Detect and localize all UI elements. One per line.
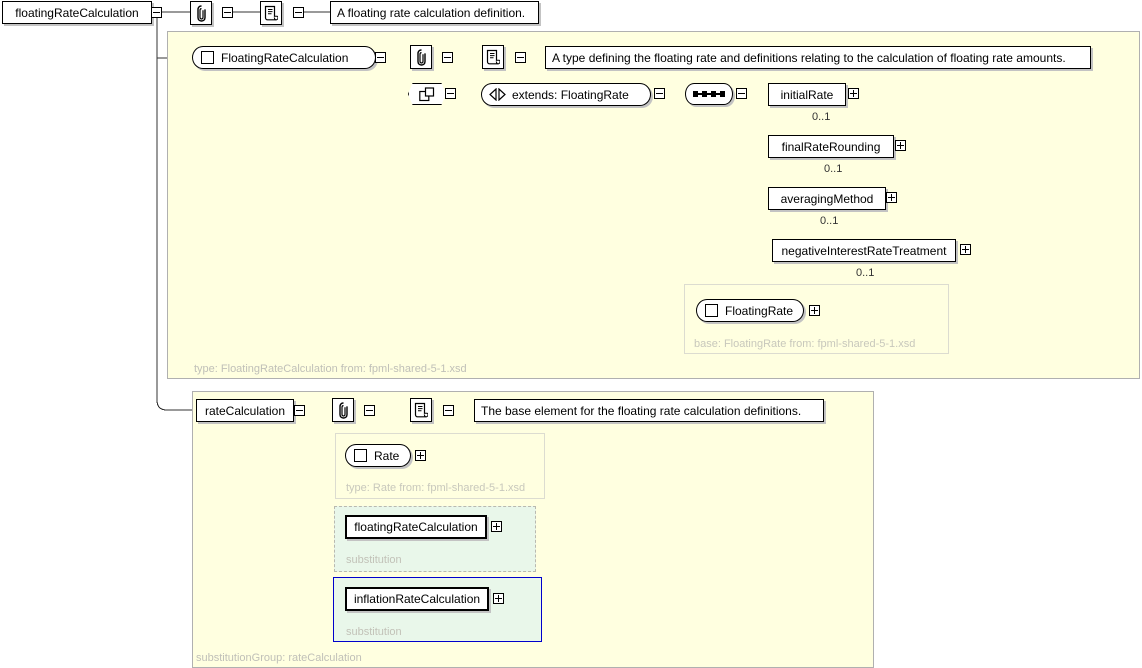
root-documentation-text: A floating rate calculation definition.: [337, 5, 526, 20]
extends-label: extends: FloatingRate: [512, 87, 629, 102]
extends-icon: [489, 88, 506, 101]
paperclip-glyph: [338, 401, 348, 419]
root-element-label: floatingRateCalculation: [15, 5, 139, 20]
extends-toggle[interactable]: [654, 88, 665, 99]
head-paperclip-toggle[interactable]: [364, 405, 375, 416]
paperclip-toggle[interactable]: [222, 7, 233, 18]
type-panel-footer: type: FloatingRateCalculation from: fpml…: [194, 363, 467, 375]
type-box-rate-toggle[interactable]: [415, 450, 426, 461]
type-documentation-text: A type defining the floating rate and de…: [552, 50, 1066, 65]
type-box-toggle[interactable]: [375, 52, 386, 63]
type-paperclip-icon[interactable]: [410, 45, 432, 69]
document-glyph: [264, 5, 278, 21]
sequence-icon[interactable]: [685, 83, 733, 105]
paperclip-icon[interactable]: [190, 1, 212, 25]
extension-glyph: [418, 86, 434, 101]
base-type-toggle[interactable]: [809, 305, 820, 316]
paperclip-glyph: [196, 4, 206, 22]
base-type-box-floatingrate[interactable]: FloatingRate: [696, 299, 804, 322]
base-type-box-label: FloatingRate: [725, 303, 794, 318]
extension-toggle[interactable]: [445, 88, 456, 99]
child-label: averagingMethod: [780, 191, 874, 206]
sequence-glyph: [693, 91, 725, 97]
head-documentation-box: The base element for the floating rate c…: [474, 399, 824, 422]
type-box-label: FloatingRateCalculation: [221, 50, 349, 65]
substitutiongroup-panel-footer: substitutionGroup: rateCalculation: [196, 652, 362, 664]
cardinality-negativeinterestratetreatment: 0..1: [856, 267, 875, 279]
child-label: negativeInterestRateTreatment: [781, 243, 947, 258]
head-element-label: rateCalculation: [204, 403, 286, 418]
document-icon[interactable]: [260, 1, 282, 25]
child-label: initialRate: [780, 87, 834, 102]
extension-icon[interactable]: [408, 83, 446, 105]
substitution-toggle-floatingratecalculation[interactable]: [491, 521, 502, 532]
substitution-label: floatingRateCalculation: [354, 520, 478, 534]
document-glyph: [486, 49, 500, 65]
child-toggle-negativeinterestratetreatment[interactable]: [960, 244, 971, 255]
square-icon: [201, 51, 214, 64]
head-document-icon[interactable]: [410, 398, 432, 422]
root-element-box[interactable]: floatingRateCalculation: [2, 1, 152, 24]
paperclip-glyph: [416, 48, 426, 66]
child-box-finalraterounding[interactable]: finalRateRounding: [768, 135, 894, 158]
base-frame-label: base: FloatingRate from: fpml-shared-5-1…: [694, 338, 916, 350]
extends-box[interactable]: extends: FloatingRate: [481, 83, 651, 106]
head-documentation-text: The base element for the floating rate c…: [481, 403, 802, 418]
child-box-initialrate[interactable]: initialRate: [768, 83, 846, 106]
sequence-toggle[interactable]: [736, 88, 747, 99]
substitution-caption-inflationratecalculation: substitution: [346, 626, 402, 638]
type-documentation-box: A type defining the floating rate and de…: [545, 46, 1091, 69]
type-box-rate[interactable]: Rate: [345, 444, 411, 467]
child-toggle-finalraterounding[interactable]: [895, 140, 906, 151]
substitution-caption-floatingratecalculation: substitution: [346, 554, 402, 566]
type-document-toggle[interactable]: [515, 52, 526, 63]
rate-type-frame-label: type: Rate from: fpml-shared-5-1.xsd: [346, 482, 526, 494]
cardinality-finalraterounding: 0..1: [824, 163, 843, 175]
type-paperclip-toggle[interactable]: [442, 52, 453, 63]
child-toggle-averagingmethod[interactable]: [886, 192, 897, 203]
type-box-rate-label: Rate: [374, 448, 400, 463]
rate-type-frame: [335, 433, 545, 499]
substitution-label: inflationRateCalculation: [353, 592, 481, 606]
cardinality-averagingmethod: 0..1: [820, 215, 839, 227]
substitution-box-inflationratecalculation[interactable]: inflationRateCalculation: [345, 587, 489, 611]
head-document-toggle[interactable]: [443, 405, 454, 416]
head-element-box-ratecalculation[interactable]: rateCalculation: [196, 399, 294, 422]
document-toggle[interactable]: [293, 7, 304, 18]
document-glyph: [414, 402, 428, 418]
child-box-negativeinterestratetreatment[interactable]: negativeInterestRateTreatment: [772, 239, 956, 262]
child-box-averagingmethod[interactable]: averagingMethod: [768, 187, 886, 210]
substitution-box-floatingratecalculation[interactable]: floatingRateCalculation: [345, 515, 487, 539]
square-icon: [354, 449, 367, 462]
child-toggle-initialrate[interactable]: [848, 88, 859, 99]
type-document-icon[interactable]: [482, 45, 504, 69]
base-frame: [684, 284, 949, 354]
type-box-floatingratecalculation[interactable]: FloatingRateCalculation: [192, 46, 376, 69]
root-documentation-box: A floating rate calculation definition.: [330, 1, 539, 24]
root-element-toggle[interactable]: [151, 7, 162, 18]
head-element-toggle[interactable]: [294, 405, 305, 416]
square-icon: [705, 304, 718, 317]
substitution-toggle-inflationratecalculation[interactable]: [493, 593, 504, 604]
child-label: finalRateRounding: [781, 139, 881, 154]
cardinality-initialrate: 0..1: [812, 111, 831, 123]
head-paperclip-icon[interactable]: [332, 398, 354, 422]
type-panel: [167, 31, 1140, 379]
